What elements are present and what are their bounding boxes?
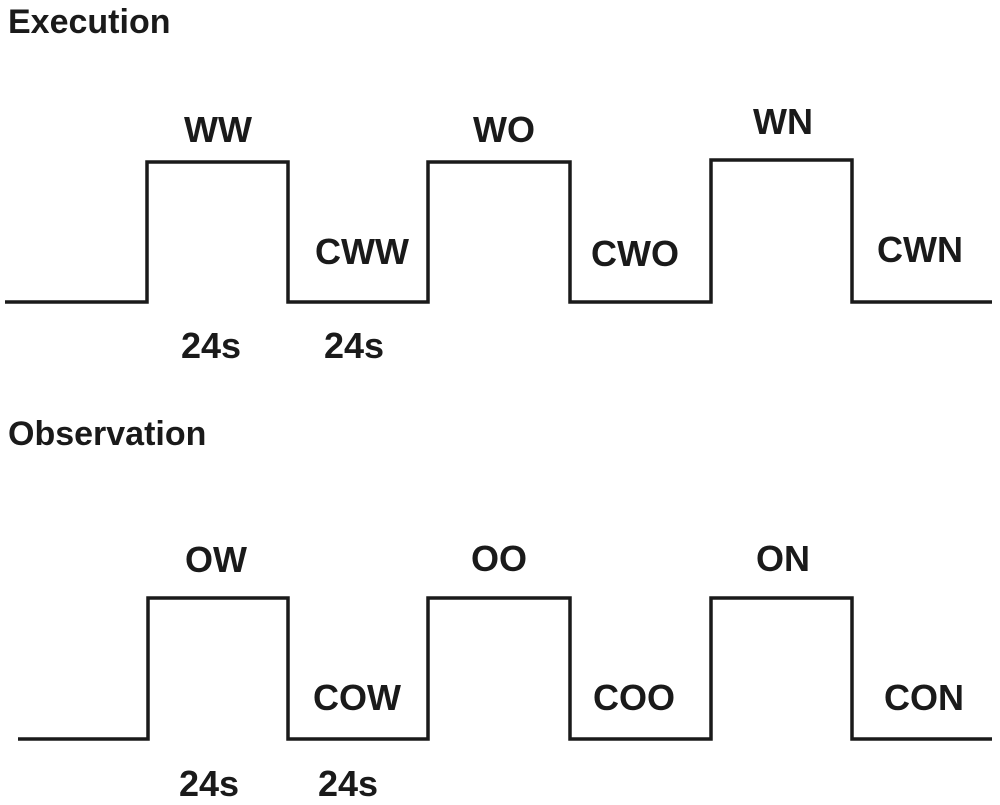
- block-duration-label: 24s: [318, 763, 378, 804]
- block-duration-label: 24s: [179, 763, 239, 804]
- execution-condition: Execution WW WO WN CWW CWO CWN 24s 24s: [5, 3, 992, 366]
- observation-condition: Observation OW OO ON COW COO CON 24s 24s: [8, 415, 992, 804]
- block-duration-label: 24s: [324, 325, 384, 366]
- control-block-label: COO: [593, 677, 675, 718]
- control-block-label: CON: [884, 677, 964, 718]
- control-block-label: CWO: [591, 233, 679, 274]
- task-block-label: WW: [184, 109, 252, 150]
- execution-title: Execution: [8, 3, 170, 41]
- task-block-label: OW: [185, 539, 247, 580]
- task-block-label: WO: [473, 109, 535, 150]
- control-block-label: CWN: [877, 229, 963, 270]
- block-duration-label: 24s: [181, 325, 241, 366]
- control-block-label: CWW: [315, 231, 409, 272]
- observation-title: Observation: [8, 415, 206, 453]
- task-block-label: WN: [753, 101, 813, 142]
- control-block-label: COW: [313, 677, 401, 718]
- task-block-label: ON: [756, 538, 810, 579]
- task-block-label: OO: [471, 538, 527, 579]
- observation-waveform: [18, 596, 992, 741]
- execution-waveform: [5, 158, 992, 304]
